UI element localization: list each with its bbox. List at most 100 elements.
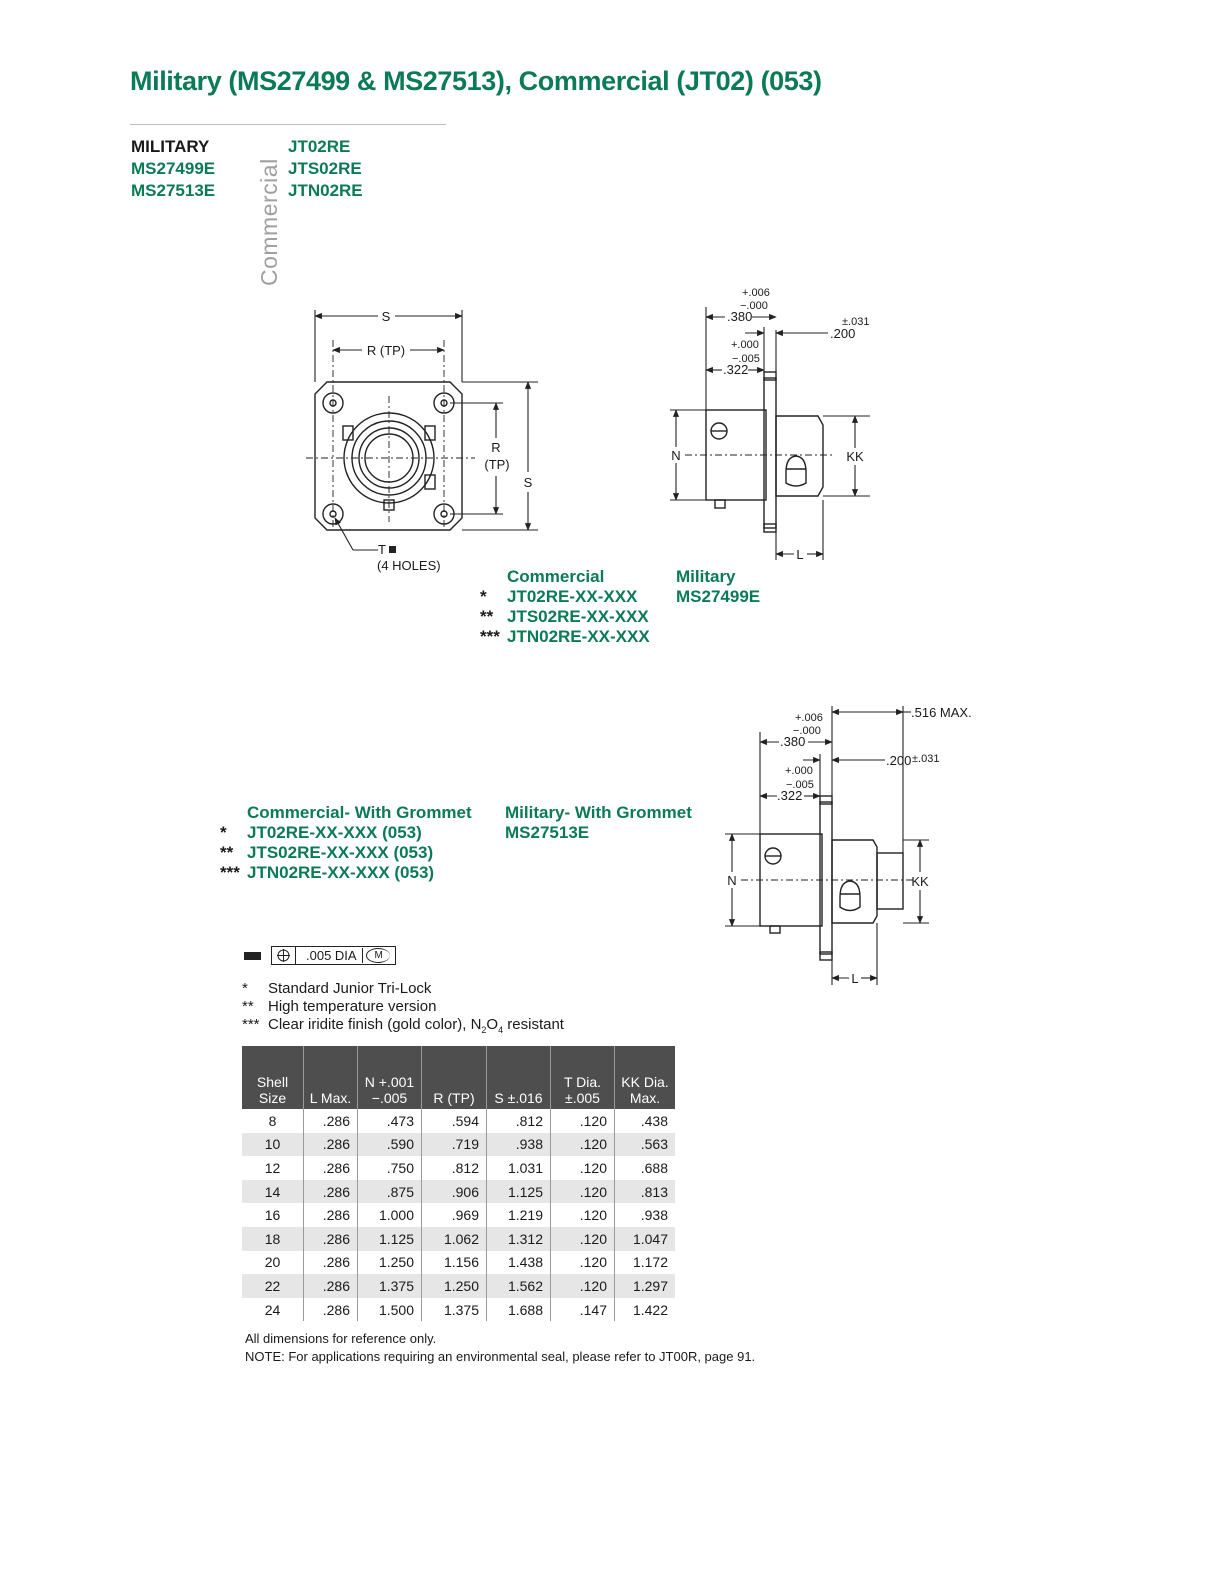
dim-322: .322 <box>723 362 748 377</box>
commercial-grommet-label: Commercial- With Grommet <box>247 803 472 822</box>
table-cell: 1.125 <box>357 1226 422 1251</box>
table-cell: .286 <box>303 1156 358 1180</box>
table-cell: 20 <box>264 1254 281 1271</box>
commercial-label: Commercial <box>507 567 605 586</box>
table-cell: .438 <box>614 1109 675 1133</box>
tol-plus-006: +.006 <box>795 712 823 724</box>
tol-plus-000: +.000 <box>731 339 759 351</box>
table-cell: .812 <box>486 1109 551 1133</box>
table-cell: .563 <box>614 1132 675 1157</box>
dim-200: .200 <box>830 326 855 341</box>
table-cell: 1.062 <box>421 1226 487 1251</box>
col-n: N +.001−.005 <box>357 1046 422 1109</box>
dim-holes-label: (4 HOLES) <box>377 558 441 573</box>
table-cell: .286 <box>303 1203 358 1227</box>
dim-r-tp-top: R (TP) <box>367 343 405 358</box>
star-marker: * <box>220 823 227 842</box>
table-cell: 1.500 <box>357 1297 422 1322</box>
table-cell: 1.031 <box>486 1156 551 1180</box>
table-cell: .120 <box>550 1203 615 1227</box>
table-cell: .906 <box>421 1179 487 1204</box>
dim-200: .200 <box>886 753 911 768</box>
star-marker: * <box>480 587 487 606</box>
position-tolerance-frame: .005 DIA M <box>244 946 397 965</box>
grommet-part-jt02re: JT02RE-XX-XXX (053) <box>247 823 422 842</box>
military-header: MILITARY <box>131 137 210 156</box>
table-cell: .120 <box>550 1250 615 1275</box>
table-cell: 16 <box>264 1207 281 1224</box>
tol-minus-005: −.005 <box>732 353 760 365</box>
military-part: MS27499E <box>676 587 761 606</box>
max-material-modifier: M <box>366 948 391 963</box>
table-cell: .286 <box>303 1226 358 1251</box>
table-row: 8.286.473.594.812.120.438 <box>242 1109 675 1133</box>
table-cell: 10 <box>242 1132 304 1157</box>
page-title: Military (MS27499 & MS27513), Commercial… <box>130 66 822 96</box>
dim-tp-right: (TP) <box>484 457 509 472</box>
military-part-1: MS27499E <box>131 159 216 178</box>
tol-minus-005: −.005 <box>786 779 814 791</box>
star-marker: ** <box>480 607 494 626</box>
table-cell: .590 <box>357 1132 422 1157</box>
military-parts: MILITARY MS27499E MS27513E <box>131 136 215 202</box>
col-s: S ±.016 <box>486 1046 551 1109</box>
footnotes: *Standard Junior Tri-Lock **High tempera… <box>242 980 564 1039</box>
table-cell: .812 <box>421 1156 487 1180</box>
table-cell: 12 <box>264 1159 281 1176</box>
table-cell: 1.156 <box>421 1250 487 1275</box>
note-star: ** <box>242 998 254 1015</box>
table-cell: 1.172 <box>614 1250 675 1275</box>
commercial-vertical-label: Commercial <box>256 158 282 286</box>
footer-notes: All dimensions for reference only. NOTE:… <box>245 1330 755 1366</box>
table-cell: 1.312 <box>486 1226 551 1251</box>
table-cell: 1.375 <box>357 1274 422 1298</box>
table-cell: .120 <box>550 1132 615 1157</box>
table-cell: 1.047 <box>614 1226 675 1251</box>
commercial-part-2: JTS02RE <box>288 159 362 178</box>
table-cell: 8 <box>268 1112 277 1129</box>
military-part-2: MS27513E <box>131 181 216 200</box>
col-l-max: L Max. <box>303 1046 358 1109</box>
table-cell: .120 <box>550 1274 615 1298</box>
table-cell: .938 <box>486 1132 551 1157</box>
dim-380: .380 <box>727 309 752 324</box>
table-cell: .286 <box>303 1297 358 1322</box>
side-view-1-drawing: +.006 −.000 ±.031 +.000 −.005 .380 .200 … <box>670 287 870 562</box>
commercial-part-jt02re: JT02RE-XX-XXX <box>507 587 638 606</box>
table-cell: .286 <box>303 1274 358 1298</box>
parts-block-military-grommet: Military- With Grommet MS27513E <box>505 803 692 843</box>
dim-r-right: R <box>491 440 500 455</box>
star-marker: *** <box>220 863 240 882</box>
note-star: * <box>242 980 248 997</box>
parts-block-military: Military MS27499E <box>676 567 760 607</box>
tol-plus-000: +.000 <box>785 765 813 777</box>
grommet-part-jts02re: JTS02RE-XX-XXX (053) <box>247 843 434 862</box>
tol-minus-000: −.000 <box>793 725 821 737</box>
table-cell: 18 <box>242 1226 304 1251</box>
table-cell: .969 <box>421 1203 487 1227</box>
dim-n: N <box>671 448 680 463</box>
table-cell: 1.375 <box>421 1297 487 1322</box>
table-cell: .473 <box>357 1109 422 1133</box>
military-grommet-part: MS27513E <box>505 823 590 842</box>
footer-reference: All dimensions for reference only. <box>245 1331 437 1346</box>
table-cell: .120 <box>550 1226 615 1251</box>
col-t-dia: T Dia.±.005 <box>550 1046 615 1109</box>
star-marker: *** <box>480 627 500 646</box>
table-cell: .688 <box>614 1156 675 1180</box>
table-cell: 14 <box>242 1179 304 1204</box>
note-iridite: Clear iridite finish (gold color), N2O4 … <box>268 1016 564 1035</box>
front-view-drawing: S R (TP) R (TP) S T (4 HOLES) <box>306 309 538 573</box>
dim-t-label: T <box>378 542 386 557</box>
table-cell: .286 <box>303 1250 358 1275</box>
commercial-parts: JT02RE JTS02RE JTN02RE <box>288 136 363 202</box>
commercial-part-jtn02re: JTN02RE-XX-XXX <box>507 627 650 646</box>
title-divider <box>130 124 446 125</box>
